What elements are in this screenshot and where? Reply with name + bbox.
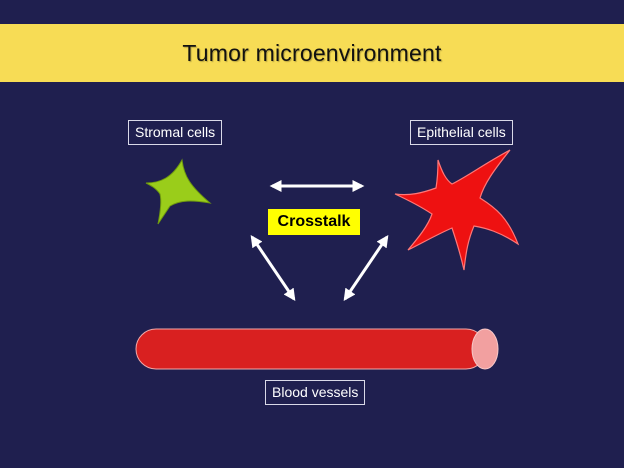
- epithelial-cell-shape: [394, 149, 520, 271]
- blood-vessels-label: Blood vessels: [265, 380, 366, 405]
- stromal-cell-shape: [145, 158, 212, 225]
- slide-title: Tumor microenvironment: [182, 39, 442, 66]
- epithelial-cells-label: Epithelial cells: [410, 120, 513, 145]
- crosstalk-label: Crosstalk: [268, 209, 360, 235]
- title-band: Tumor microenvironment: [0, 24, 624, 82]
- arrow-stromal-vessel: [250, 235, 296, 301]
- arrow-epithelial-vessel: [343, 235, 389, 301]
- blood-vessel: [135, 328, 499, 370]
- stromal-cells-label: Stromal cells: [128, 120, 223, 145]
